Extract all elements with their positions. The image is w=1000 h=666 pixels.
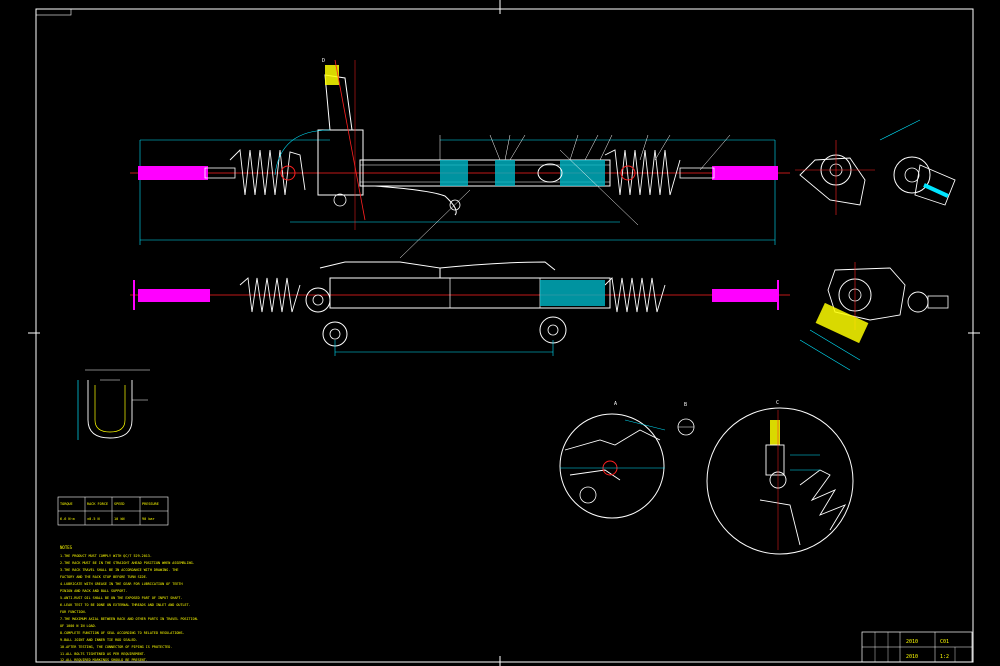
title-block-year-2: 2010 (906, 654, 918, 660)
front-cylinder (540, 280, 605, 306)
note-line: 11.ALL BOLTS TIGHTENED AS PER REQUIREMEN… (60, 652, 146, 656)
note-line: 6.LEAK TEST TO BE DONE ON EXTERNAL THREA… (60, 603, 191, 607)
frame-corner-box (35, 8, 72, 16)
front-left-tie-rod (138, 289, 210, 302)
title-block (861, 631, 973, 663)
table-header-4: PRESSURE (142, 502, 159, 506)
detail-label-b: B (684, 402, 687, 408)
note-line: 2.THE RACK MUST BE IN THE STRAIGHT AHEAD… (60, 561, 195, 565)
tolerance-profile (77, 369, 150, 440)
detail-label-c: C (776, 400, 779, 406)
left-mount-bush (305, 287, 331, 313)
side-view-bottom (799, 262, 949, 371)
cylinder-section-left (440, 160, 468, 186)
rack-housing (359, 159, 611, 187)
right-mount-bush (539, 316, 567, 344)
detail-view-a (559, 413, 666, 519)
valve-housing (274, 59, 366, 230)
cylinder-section-right (560, 160, 605, 186)
drawing-frame (35, 8, 974, 663)
note-line: 8.COMPLETE FUNCTION OF SEAL ACCORDING TO… (60, 631, 185, 635)
table-value-4: 90 bar (142, 517, 155, 521)
note-line: FOR FUNCTION. (60, 610, 87, 614)
right-bellows-boot (604, 149, 681, 196)
side-view-top (795, 119, 956, 215)
title-block-code: C01 (940, 639, 949, 645)
table-value-1: 6.6 N·m (60, 517, 75, 521)
note-line: 1.THE PRODUCT MUST COMPLY WITH QC/T 529-… (60, 554, 152, 558)
note-line: 9.BALL JOINT AND INNER TIE ROD SEALED. (60, 638, 138, 642)
note-line: 10.AFTER TESTING, THE CONNECTOR OF PIPIN… (60, 645, 172, 649)
title-block-scale: 1:2 (940, 654, 949, 660)
note-line: 12.ALL REQUIRED MARKINGS SHOULD BE PRESE… (60, 658, 148, 662)
rack-top-view (130, 59, 790, 259)
note-line: 5.ANTI-RUST OIL SHALL BE ON THE EXPOSED … (60, 596, 182, 600)
note-line: PINION AND RACK AND BALL SUPPORT. (60, 589, 127, 593)
detail-view-c (706, 407, 854, 555)
note-line: OF 1000 N IN LOAD. (60, 624, 97, 628)
spec-table (57, 496, 169, 526)
note-line: 7.THE MAXIMUM AXIAL BETWEEN RACK AND OTH… (60, 617, 199, 621)
front-right-boot (604, 277, 666, 313)
right-tie-rod (712, 166, 778, 180)
section-yellow-block (815, 302, 869, 344)
table-header-2: RACK FORCE (87, 502, 108, 506)
left-bellows-boot (229, 149, 306, 196)
notes-title: NOTES (60, 545, 73, 550)
front-right-tie-rod (712, 289, 778, 302)
hydraulic-pipe (374, 185, 457, 216)
title-block-year-1: 2010 (906, 639, 918, 645)
note-line: 4.LUBRICATE WITH GREASE IN THE GEAR FOR … (60, 582, 182, 586)
detail-label-a: A (614, 401, 617, 407)
table-header-3: SPEED (114, 502, 125, 506)
front-left-boot (239, 277, 301, 313)
note-line: 3.THE RACK TRAVEL SHALL BE IN ACCORDANCE… (60, 568, 178, 572)
detail-view-b (677, 418, 695, 436)
table-value-3: 10 kN (114, 517, 125, 521)
detail-label-d: D (322, 58, 325, 64)
piston-section (495, 160, 515, 186)
table-header-1: TORQUE (60, 502, 73, 506)
left-tie-rod (138, 166, 208, 180)
note-line: FACTORY AND THE RACK STOP BEFORE TURN SI… (60, 575, 148, 579)
part-balloons (399, 134, 731, 259)
table-value-2: ±0.5 N (87, 517, 100, 521)
rack-front-view (130, 261, 790, 356)
